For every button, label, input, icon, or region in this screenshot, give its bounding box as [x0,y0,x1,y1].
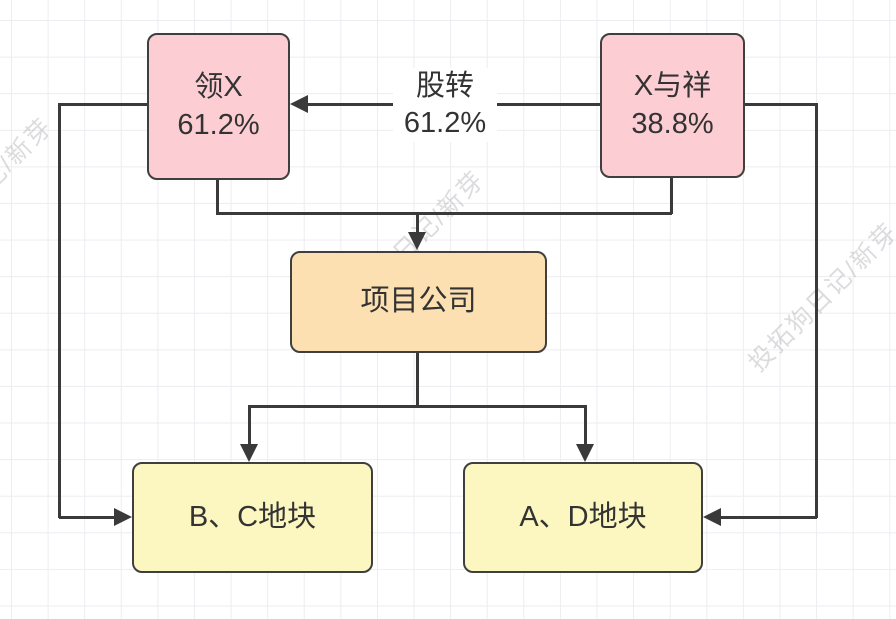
connector-segment [58,103,61,518]
node-label-line1: 领X [194,71,243,104]
watermark-text: 投拓狗日记/新芽 [0,112,59,273]
connector-segment [721,516,817,519]
edge-label-line1: 股转 [415,70,474,102]
arrowhead-down-icon [408,232,426,250]
connector-segment [216,180,219,214]
node-plot-ad[interactable]: A、D地块 [463,462,703,573]
connector-segment [745,103,817,106]
node-xyuxiang-shareholder[interactable]: X与祥 38.8% [600,33,745,178]
node-label-line1: X与祥 [633,70,712,103]
edge-label-share-transfer[interactable]: 股转 61.2% [393,68,497,142]
connector-segment [59,516,115,519]
node-label: B、C地块 [188,500,317,533]
arrowhead-down-icon [576,444,594,462]
arrowhead-left-icon [703,508,721,526]
node-label: 项目公司 [360,285,477,318]
connector-segment [216,212,672,215]
connector-segment [416,353,419,407]
node-label-line2: 61.2% [177,108,260,141]
arrowhead-right-icon [114,508,132,526]
connector-segment [59,103,147,106]
connector-segment [248,405,586,408]
watermark-text: 投拓狗日记/新芽 [743,217,896,378]
connector-segment [670,178,673,214]
node-plot-bc[interactable]: B、C地块 [132,462,373,573]
node-lingx-shareholder[interactable]: 领X 61.2% [147,33,290,180]
node-label: A、D地块 [519,500,647,533]
node-project-company[interactable]: 项目公司 [290,251,547,353]
connector-segment [815,103,818,518]
edge-label-line2: 61.2% [403,107,487,139]
node-label-line2: 38.8% [631,107,714,140]
connector-segment [584,405,587,445]
arrowhead-left-icon [290,95,308,113]
arrowhead-down-icon [240,444,258,462]
connector-segment [248,405,251,445]
connector-segment [416,212,419,234]
